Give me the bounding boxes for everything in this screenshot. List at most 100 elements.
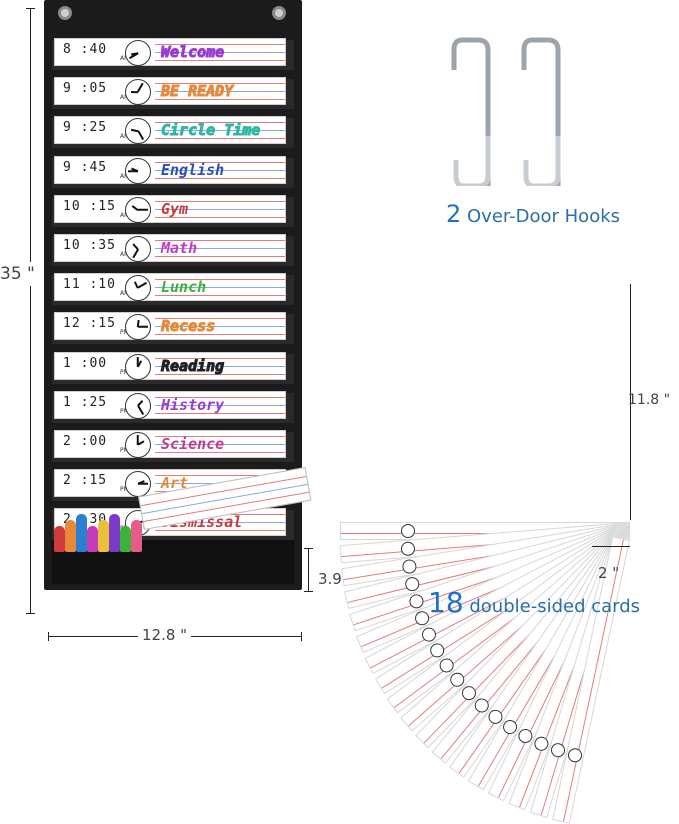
card-ampm: PM (120, 329, 129, 337)
handwriting-lines (155, 391, 285, 418)
clock-icon (125, 314, 151, 341)
handwriting-lines (155, 235, 285, 261)
card-ampm: AM (120, 251, 130, 258)
cards-label: 18 double-sided cards (428, 586, 640, 619)
card-ampm: PM (120, 368, 129, 376)
handwriting-lines (155, 274, 285, 301)
handwriting-lines (155, 78, 285, 105)
card-subject: Science (161, 435, 225, 453)
card-subject: BE READY (160, 82, 234, 101)
card-ampm: AM (120, 211, 130, 219)
card-subject: Math (161, 239, 198, 257)
grommet-right (272, 6, 286, 20)
card-time: 10 :15 (63, 198, 116, 214)
clock-minute-hand (138, 483, 148, 485)
marker (76, 514, 87, 552)
card-time: 12 :15 (63, 316, 116, 332)
card-subject: Art (161, 474, 189, 493)
fan-card-clock-icon (401, 524, 415, 538)
marker (131, 520, 142, 552)
clock-minute-hand (137, 435, 139, 445)
card-height-dimension-label: 11.8 " (628, 392, 671, 408)
clock-icon (125, 79, 151, 106)
card-width-dimension-label: 2 " (598, 564, 620, 582)
width-dimension-label: 12.8 " (138, 626, 192, 644)
height-dimension-label: 35 " (0, 262, 35, 286)
over-door-hook-icon (521, 37, 561, 186)
card-subject: Lunch (161, 278, 207, 297)
card-subject: Gym (161, 199, 189, 218)
card-ampm: PM (120, 407, 129, 415)
clock-icon (125, 236, 151, 262)
fan-card-clock-icon (400, 541, 416, 557)
card-ampm: AM (120, 290, 130, 298)
card-time: 1 :00 (63, 355, 108, 371)
hooks-label: 2 Over-Door Hooks (446, 200, 620, 228)
clock-minute-hand (138, 326, 148, 329)
height-dimension-line (30, 8, 31, 614)
card-time: 9 :45 (63, 159, 108, 175)
fanned-cards (339, 270, 640, 824)
handwriting-lines (155, 39, 285, 65)
clock-minute-hand (138, 209, 148, 211)
clock-minute-hand (137, 131, 144, 141)
card-subject: Circle Time (160, 121, 261, 140)
fan-card-clock-icon (566, 746, 584, 764)
card-width-dimension-line (592, 546, 630, 547)
handwriting-lines (155, 431, 285, 457)
card-time: 10 :35 (63, 238, 116, 253)
card-ampm: AM (120, 172, 130, 180)
hooks-text: Over-Door Hooks (461, 206, 621, 227)
handwriting-lines (155, 313, 285, 340)
card-subject: English (161, 160, 225, 179)
handwriting-lines (155, 117, 285, 144)
clock-minute-hand (128, 169, 138, 172)
clock-icon (125, 157, 151, 184)
clock-minute-hand (137, 83, 144, 93)
pocket-dimension-tick-bottom (304, 591, 313, 592)
cards-text: double-sided cards (463, 596, 641, 617)
width-dimension-tick-right (301, 632, 302, 641)
width-dimension-tick-left (48, 632, 49, 641)
card-ampm: PM (120, 486, 129, 494)
card-time: 9 :25 (63, 120, 108, 136)
card-subject: Reading (160, 356, 225, 375)
marker (120, 526, 131, 552)
marker (54, 526, 65, 552)
card-subject: Welcome (160, 43, 225, 62)
card-time: 2 :00 (63, 434, 108, 449)
card-time: 9 :05 (63, 81, 108, 97)
clock-icon (125, 40, 151, 66)
clock-icon (125, 118, 151, 145)
handwriting-lines (155, 195, 285, 222)
grommet-left (58, 6, 72, 20)
clock-icon (125, 432, 151, 458)
handwriting-lines (155, 352, 285, 379)
hooks-count: 2 (446, 200, 462, 228)
card-height-dimension-line (630, 284, 631, 520)
clock-minute-hand (137, 356, 139, 367)
clock-icon (125, 471, 151, 498)
card-time: 11 :10 (63, 277, 116, 293)
pocket-dimension-line (308, 548, 309, 592)
height-dimension-tick-top (26, 8, 35, 9)
card-ampm: AM (120, 55, 130, 62)
card-subject: Recess (160, 317, 216, 336)
fan-card-clock-icon (401, 558, 418, 575)
marker (65, 520, 76, 552)
clock-icon (125, 353, 151, 380)
handwriting-lines (155, 156, 285, 183)
clock-minute-hand (137, 282, 148, 289)
card-ampm: PM (120, 447, 129, 454)
marker (109, 514, 120, 552)
card-time: 2 :15 (63, 473, 108, 489)
